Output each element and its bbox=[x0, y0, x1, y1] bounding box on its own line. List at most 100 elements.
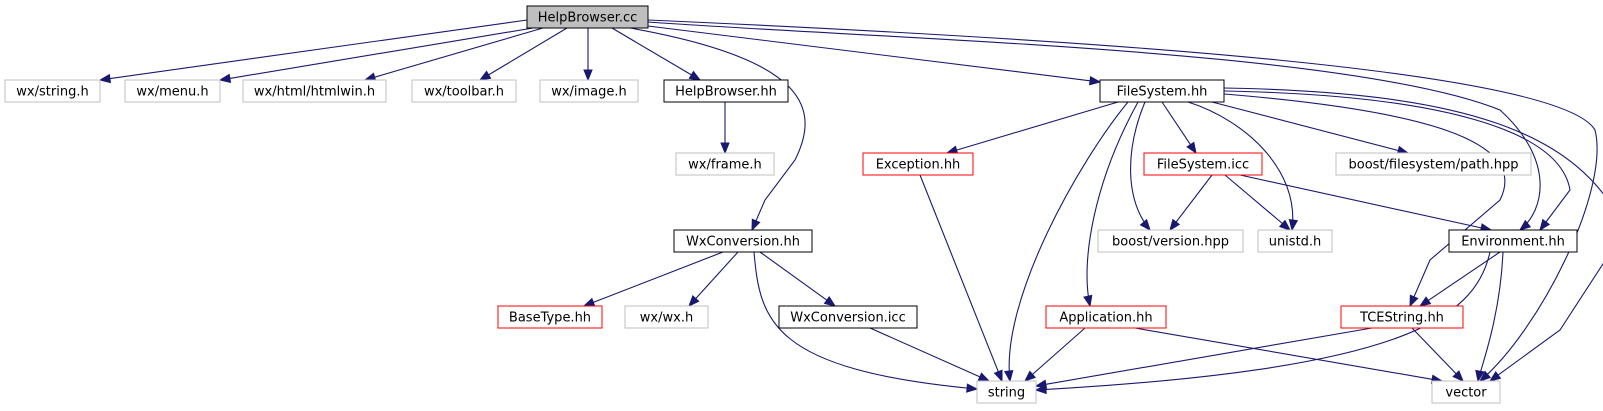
edge-line bbox=[1411, 327, 1457, 375]
node-label: FileSystem.hh bbox=[1117, 85, 1208, 100]
arrowhead-icon bbox=[1034, 379, 1048, 389]
node-fs-icc[interactable]: FileSystem.icc bbox=[1143, 152, 1263, 176]
edge-fs_icc-to-unistd bbox=[1224, 174, 1292, 231]
arrowhead-icon bbox=[1023, 370, 1037, 382]
arrowhead-icon bbox=[1169, 218, 1181, 232]
arrowhead-icon bbox=[1278, 219, 1292, 231]
node-env-hh[interactable]: Environment.hh bbox=[1448, 229, 1578, 253]
edge-line bbox=[488, 27, 568, 76]
node-box bbox=[624, 305, 709, 329]
node-wx-frame: wx/frame.h bbox=[675, 152, 775, 176]
node-label: wx/string.h bbox=[16, 85, 88, 100]
node-wxconv-icc[interactable]: WxConversion.icc bbox=[778, 305, 918, 329]
edge-line bbox=[1223, 87, 1603, 376]
node-fs-hh[interactable]: FileSystem.hh bbox=[1099, 79, 1225, 103]
edges-layer bbox=[98, 19, 1603, 395]
node-box bbox=[1340, 305, 1464, 329]
arrowhead-icon bbox=[1539, 218, 1551, 232]
node-label: wx/image.h bbox=[551, 85, 627, 100]
node-label: vector bbox=[1445, 386, 1487, 401]
node-wxconv-hh[interactable]: WxConversion.hh bbox=[673, 229, 813, 253]
arrowhead-icon bbox=[688, 295, 700, 307]
arrowhead-icon bbox=[1186, 141, 1197, 155]
edge-line bbox=[1223, 93, 1506, 298]
edge-line bbox=[1187, 101, 1294, 231]
edge-line bbox=[1032, 327, 1086, 375]
node-label: wx/html/htmlwin.h bbox=[254, 85, 375, 100]
node-wx-toolbar: wx/toolbar.h bbox=[411, 79, 517, 103]
arrowhead-icon bbox=[1139, 218, 1151, 232]
node-label: boost/version.hpp bbox=[1112, 235, 1229, 250]
node-tcestr[interactable]: TCEString.hh bbox=[1340, 305, 1464, 329]
node-boost-ver: boost/version.hpp bbox=[1097, 229, 1244, 253]
node-label: HelpBrowser.cc bbox=[538, 11, 638, 26]
node-box bbox=[526, 5, 649, 29]
edge-line bbox=[1427, 251, 1501, 301]
node-box bbox=[1335, 152, 1532, 176]
edge-fs_hh-to-vector bbox=[1223, 87, 1603, 382]
node-exc-hh[interactable]: Exception.hh bbox=[862, 152, 974, 176]
edge-hb_hh-to-wx_frame bbox=[720, 102, 730, 155]
edge-line bbox=[1239, 174, 1482, 229]
edge-wxconv_hh-to-basetype bbox=[582, 251, 724, 307]
node-label: wx/toolbar.h bbox=[424, 85, 504, 100]
arrowhead-icon bbox=[1409, 294, 1419, 308]
node-label: string bbox=[988, 386, 1025, 401]
node-boost-path: boost/filesystem/path.hpp bbox=[1335, 152, 1532, 176]
node-hb-hh[interactable]: HelpBrowser.hh bbox=[663, 79, 789, 103]
edge-wxconv_hh-to-string bbox=[753, 251, 979, 393]
node-box bbox=[862, 152, 974, 176]
arrowhead-icon bbox=[218, 73, 232, 83]
edge-line bbox=[629, 27, 806, 222]
node-label: BaseType.hh bbox=[509, 311, 591, 326]
node-label: Application.hh bbox=[1059, 311, 1152, 326]
node-box bbox=[1431, 380, 1501, 404]
node-label: unistd.h bbox=[1269, 235, 1322, 250]
edge-line bbox=[956, 101, 1119, 151]
edge-exc_hh-to-string bbox=[919, 174, 1003, 383]
edge-line bbox=[229, 27, 534, 79]
arrowhead-icon bbox=[1004, 369, 1014, 383]
edge-tcestr-to-string bbox=[1034, 327, 1373, 389]
edge-fs_icc-to-env_hh bbox=[1239, 174, 1493, 233]
node-wx-wx: wx/wx.h bbox=[624, 305, 709, 329]
node-box bbox=[1143, 152, 1263, 176]
edge-hb_cc-to-wx_toolbar bbox=[478, 27, 568, 81]
node-box bbox=[497, 305, 603, 329]
arrowhead-icon bbox=[823, 296, 837, 307]
arrowhead-icon bbox=[993, 369, 1003, 383]
edge-line bbox=[1224, 174, 1283, 224]
edge-hb_cc-to-wx_string bbox=[98, 19, 528, 84]
edge-line bbox=[759, 251, 828, 301]
node-box bbox=[539, 79, 639, 103]
node-box bbox=[1099, 79, 1225, 103]
arrowhead-icon bbox=[582, 297, 596, 307]
node-wx-string: wx/string.h bbox=[4, 79, 101, 103]
arrowhead-icon bbox=[1478, 370, 1492, 382]
node-app-hh[interactable]: Application.hh bbox=[1045, 305, 1167, 329]
edge-fs_hh-to-app_hh bbox=[1083, 101, 1139, 308]
arrowhead-icon bbox=[1083, 294, 1093, 308]
node-label: HelpBrowser.hh bbox=[675, 85, 777, 100]
node-box bbox=[1257, 229, 1333, 253]
arrowhead-icon bbox=[688, 70, 702, 81]
node-wx-image: wx/image.h bbox=[539, 79, 639, 103]
edge-env_hh-to-vector bbox=[1475, 251, 1504, 383]
node-basetype[interactable]: BaseType.hh bbox=[497, 305, 603, 329]
edge-fs_hh-to-unistd bbox=[1187, 101, 1299, 232]
edge-fs_hh-to-boost_ver bbox=[1130, 101, 1151, 232]
edge-line bbox=[374, 27, 544, 78]
edge-app_hh-to-string bbox=[1023, 327, 1086, 382]
node-hb-cc[interactable]: HelpBrowser.cc bbox=[526, 5, 649, 29]
arrowhead-icon bbox=[1088, 76, 1102, 86]
arrowhead-icon bbox=[966, 383, 979, 393]
arrowhead-icon bbox=[1452, 370, 1464, 382]
node-label: wx/menu.h bbox=[136, 85, 208, 100]
node-label: WxConversion.icc bbox=[790, 311, 905, 326]
edge-line bbox=[1008, 101, 1129, 382]
edge-line bbox=[1175, 174, 1213, 223]
node-label: FileSystem.icc bbox=[1157, 158, 1249, 173]
edge-line bbox=[647, 19, 1598, 382]
edge-fs_hh-to-string bbox=[1004, 101, 1129, 383]
edge-line bbox=[695, 251, 739, 299]
